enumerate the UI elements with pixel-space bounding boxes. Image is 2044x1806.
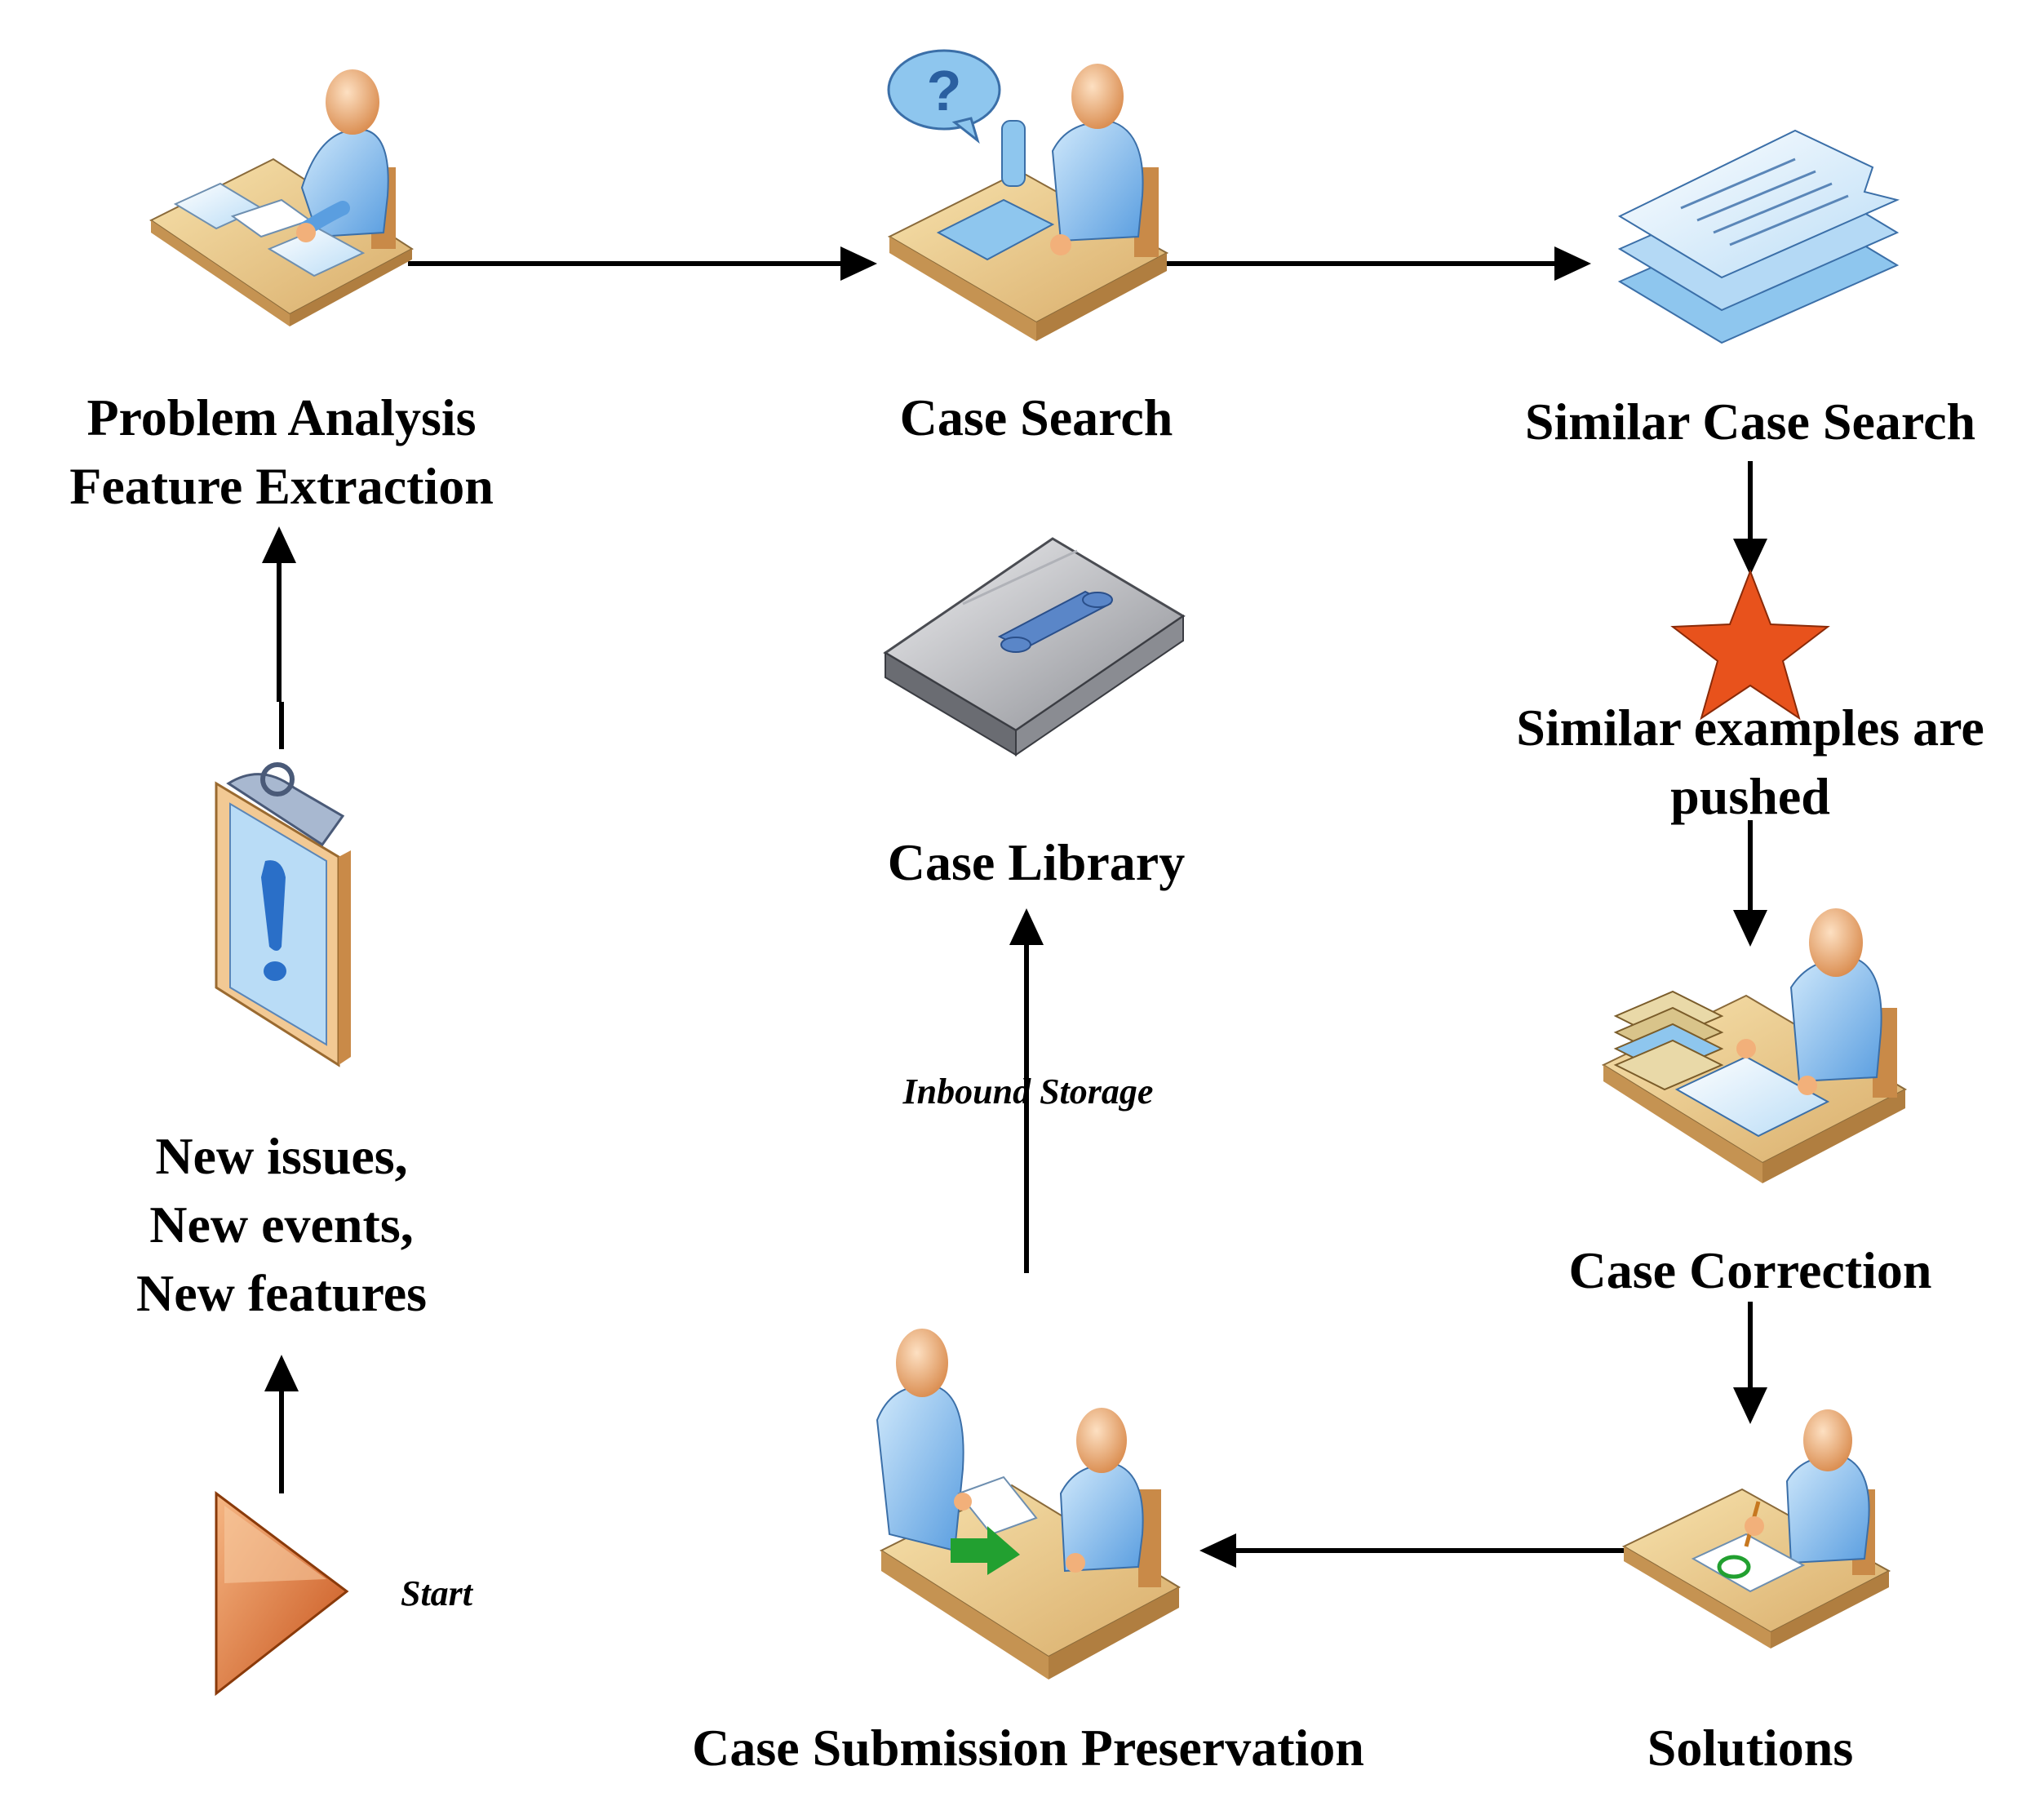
arrow-problem-to-casesearch: [408, 246, 877, 281]
label-case-library: Case Library: [840, 828, 1232, 897]
clipboard-exclamation-icon: [215, 762, 351, 1067]
arrow-solutions-to-submission: [1199, 1533, 1624, 1568]
person-on-phone-with-question-icon: ?: [887, 49, 1169, 341]
label-new-issues-line1: New issues,: [155, 1127, 408, 1185]
label-new-issues-line2: New events,: [149, 1196, 414, 1254]
arrow-submission-to-library: [1009, 908, 1044, 1273]
label-start-text: Start: [400, 1573, 473, 1613]
label-case-library-text: Case Library: [887, 833, 1186, 891]
label-new-issues-line3: New features: [135, 1264, 428, 1322]
label-similar-pushed: Similar examples are pushed: [1469, 694, 2032, 831]
red-star-icon: [1670, 569, 1830, 721]
arrow-similar-to-star: [1733, 461, 1767, 575]
label-similar-pushed-line1: Similar examples are: [1516, 699, 1984, 757]
label-new-issues: New issues, New events, New features: [73, 1122, 490, 1328]
label-similar-case-search-text: Similar Case Search: [1524, 393, 1976, 450]
two-people-handing-document-icon: [876, 1329, 1182, 1680]
start-triangle-icon[interactable]: [215, 1491, 349, 1697]
label-similar-case-search: Similar Case Search: [1485, 388, 2015, 456]
label-case-search: Case Search: [832, 384, 1240, 452]
label-case-submission-text: Case Submission Preservation: [692, 1719, 1364, 1777]
tape-cartridge-icon: [883, 537, 1186, 757]
person-writing-solution-icon: [1621, 1409, 1891, 1648]
label-similar-pushed-line2: pushed: [1670, 767, 1830, 825]
arrow-casesearch-to-similar: [1167, 246, 1591, 281]
label-solutions: Solutions: [1591, 1714, 1909, 1782]
label-problem-analysis-line2: Feature Extraction: [69, 457, 494, 515]
person-at-desk-with-documents-icon: [149, 69, 414, 326]
person-with-books-icon: [1601, 908, 1908, 1183]
label-inbound-storage-text: Inbound Storage: [902, 1072, 1154, 1112]
stacked-documents-icon: [1617, 129, 1900, 344]
label-case-correction-text: Case Correction: [1568, 1241, 1932, 1299]
label-problem-analysis-line1: Problem Analysis: [86, 388, 477, 446]
svg-text:?: ?: [927, 59, 962, 122]
arrow-start-to-newissues: [264, 1355, 299, 1493]
label-case-search-text: Case Search: [899, 388, 1173, 446]
arrow-pushed-to-correction: [1733, 820, 1767, 947]
label-case-submission: Case Submission Preservation: [620, 1714, 1436, 1782]
label-problem-analysis: Problem Analysis Feature Extraction: [24, 384, 539, 521]
label-solutions-text: Solutions: [1647, 1719, 1854, 1777]
arrow-clipboard-to-problem: [262, 526, 296, 749]
label-case-correction: Case Correction: [1501, 1236, 1999, 1305]
label-start: Start: [367, 1571, 506, 1617]
label-inbound-storage: Inbound Storage: [865, 1069, 1191, 1115]
arrow-correction-to-solutions: [1733, 1302, 1767, 1424]
